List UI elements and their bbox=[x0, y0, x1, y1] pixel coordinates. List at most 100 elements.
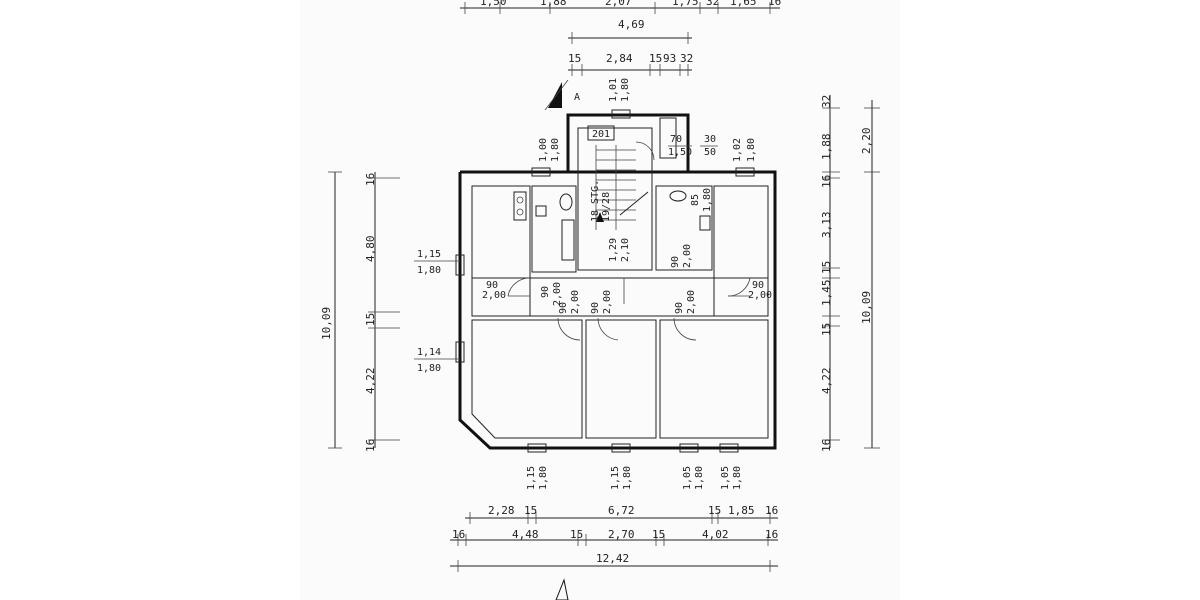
right-dim-3: 16 bbox=[820, 175, 833, 188]
left-window-2-h: 1,80 bbox=[417, 363, 441, 374]
door-6-w: 90 bbox=[674, 302, 685, 314]
dim-top-5: 32 bbox=[706, 0, 719, 8]
right-dim-2: 1,88 bbox=[820, 134, 833, 161]
door-3-h: 2,00 bbox=[552, 282, 563, 306]
bottom2-dim-7: 16 bbox=[765, 528, 778, 541]
section-marker-bottom-icon bbox=[555, 578, 569, 600]
stair-opening-w: 1,29 bbox=[608, 238, 619, 262]
scanned-sheet: 1,50 1,88 2,07 1,75 32 1,65 16 4,69 15 bbox=[300, 0, 900, 600]
bottom-dim-5: 1,85 bbox=[728, 504, 755, 517]
bottom-dim-1: 2,28 bbox=[488, 504, 515, 517]
right-dimension-chain: 32 1,88 16 3,13 15 1,45 15 4,22 16 2,20 … bbox=[820, 95, 880, 452]
staircase: 18 STG. 19/28 bbox=[590, 145, 649, 230]
door-swings bbox=[507, 141, 751, 341]
left-dim-5: 16 bbox=[364, 439, 377, 452]
left-dimension-chain: 10,09 16 4,80 15 4,22 16 bbox=[320, 171, 400, 452]
room-number-tag: 201 bbox=[587, 125, 615, 141]
stair-window-2-w: 30 bbox=[704, 134, 716, 145]
door-4-w: 90 bbox=[558, 302, 569, 314]
dim-top-1: 1,50 bbox=[480, 0, 507, 8]
left-window-2-w: 1,14 bbox=[417, 347, 441, 358]
sanitary-fixtures bbox=[513, 117, 711, 261]
stair-ratio-label: 19/28 bbox=[601, 192, 612, 222]
dim-top-r3-1: 15 bbox=[568, 52, 581, 65]
top-dimension-chain: 1,50 1,88 2,07 1,75 32 1,65 16 4,69 15 bbox=[460, 0, 781, 76]
cabinet-icon bbox=[659, 117, 677, 159]
dim-top-4: 1,75 bbox=[672, 0, 699, 8]
bottom-window-4-w: 1,05 bbox=[720, 466, 731, 490]
building-outline bbox=[458, 113, 777, 450]
bottom-window-3-w: 1,05 bbox=[682, 466, 693, 490]
section-marker-icon: A bbox=[544, 79, 580, 111]
bottom-window-4-h: 1,80 bbox=[732, 466, 743, 490]
windows bbox=[455, 109, 755, 453]
dim-top-r3-4: 93 bbox=[663, 52, 676, 65]
top-window-h: 1,80 bbox=[620, 78, 631, 102]
dim-top-7: 16 bbox=[768, 0, 781, 8]
top-right-window-w: 1,02 bbox=[732, 138, 743, 162]
left-dim-3: 15 bbox=[364, 313, 377, 326]
bottom2-dim-3: 15 bbox=[570, 528, 583, 541]
stair-opening-h: 2,10 bbox=[620, 238, 631, 262]
stair-window-2-h: 50 bbox=[704, 147, 716, 158]
door-5-h: 2,00 bbox=[602, 290, 613, 314]
door-5-w: 90 bbox=[590, 302, 601, 314]
left-dim-2: 4,80 bbox=[364, 236, 377, 263]
right-dim-7: 15 bbox=[820, 323, 833, 336]
dim-top-2: 1,88 bbox=[540, 0, 567, 8]
sink-icon-right bbox=[699, 215, 711, 231]
right-dim-1: 32 bbox=[820, 95, 833, 108]
floor-plan: 1,50 1,88 2,07 1,75 32 1,65 16 4,69 15 bbox=[320, 0, 880, 600]
bottom2-dim-1: 16 bbox=[452, 528, 465, 541]
bottom-window-2-w: 1,15 bbox=[610, 466, 621, 490]
bottom-dim-3: 6,72 bbox=[608, 504, 635, 517]
bottom-window-2-h: 1,80 bbox=[622, 466, 633, 490]
dim-top-r3-2: 2,84 bbox=[606, 52, 633, 65]
right-dim-4: 3,13 bbox=[820, 212, 833, 239]
door-7-h: 2,00 bbox=[682, 244, 693, 268]
left-dim-4: 4,22 bbox=[364, 368, 377, 395]
right-total-dim: 10,09 bbox=[860, 291, 873, 324]
bottom-window-1-h: 1,80 bbox=[538, 466, 549, 490]
left-dim-1: 16 bbox=[364, 173, 377, 186]
dim-top-3: 2,07 bbox=[605, 0, 632, 8]
right-dim-8: 4,22 bbox=[820, 368, 833, 395]
wc-right-w: 85 bbox=[690, 194, 701, 206]
opening-labels: 1,01 1,80 1,00 1,80 1,02 1,80 1,15 1,80 … bbox=[414, 78, 772, 490]
toilet-icon bbox=[559, 193, 573, 211]
dim-top-r3-5: 32 bbox=[680, 52, 693, 65]
toilet-icon-right bbox=[669, 190, 687, 202]
bottom-total-dim: 12,42 bbox=[596, 552, 629, 565]
bottom2-dim-4: 2,70 bbox=[608, 528, 635, 541]
section-marker-label: A bbox=[574, 92, 580, 103]
door-1-w: 90 bbox=[486, 280, 498, 291]
sink-icon bbox=[535, 205, 547, 217]
top-right-window-h: 1,80 bbox=[746, 138, 757, 162]
stair-window-w: 70 bbox=[670, 134, 682, 145]
bottom-dimension-chain: 2,28 15 6,72 15 1,85 16 16 4,48 15 2,70 … bbox=[450, 504, 778, 600]
bottom-window-3-h: 1,80 bbox=[694, 466, 705, 490]
room-number: 201 bbox=[592, 129, 610, 140]
door-4-h: 2,00 bbox=[570, 290, 581, 314]
bottom-dim-6: 16 bbox=[765, 504, 778, 517]
door-1-h: 2,00 bbox=[482, 290, 506, 301]
door-3-w: 90 bbox=[540, 286, 551, 298]
bottom2-dim-5: 15 bbox=[652, 528, 665, 541]
stair-steps-label: 18 STG. bbox=[590, 180, 601, 222]
door-2-h: 2,00 bbox=[748, 290, 772, 301]
top-left-window-h: 1,80 bbox=[550, 138, 561, 162]
top-window-w: 1,01 bbox=[608, 78, 619, 102]
left-window-1-w: 1,15 bbox=[417, 249, 441, 260]
right-dim-6: 1,45 bbox=[820, 280, 833, 307]
dim-overall-top: 4,69 bbox=[618, 18, 645, 31]
bathtub-icon bbox=[561, 219, 575, 261]
bottom-window-1-w: 1,15 bbox=[526, 466, 537, 490]
bottom-dim-2: 15 bbox=[524, 504, 537, 517]
kitchen-counter-icon bbox=[513, 191, 527, 221]
top-left-window-w: 1,00 bbox=[538, 138, 549, 162]
right-dim-5: 15 bbox=[820, 261, 833, 274]
dim-top-6: 1,65 bbox=[730, 0, 757, 8]
bottom2-dim-2: 4,48 bbox=[512, 528, 539, 541]
stair-window-h: 1,50 bbox=[668, 147, 692, 158]
